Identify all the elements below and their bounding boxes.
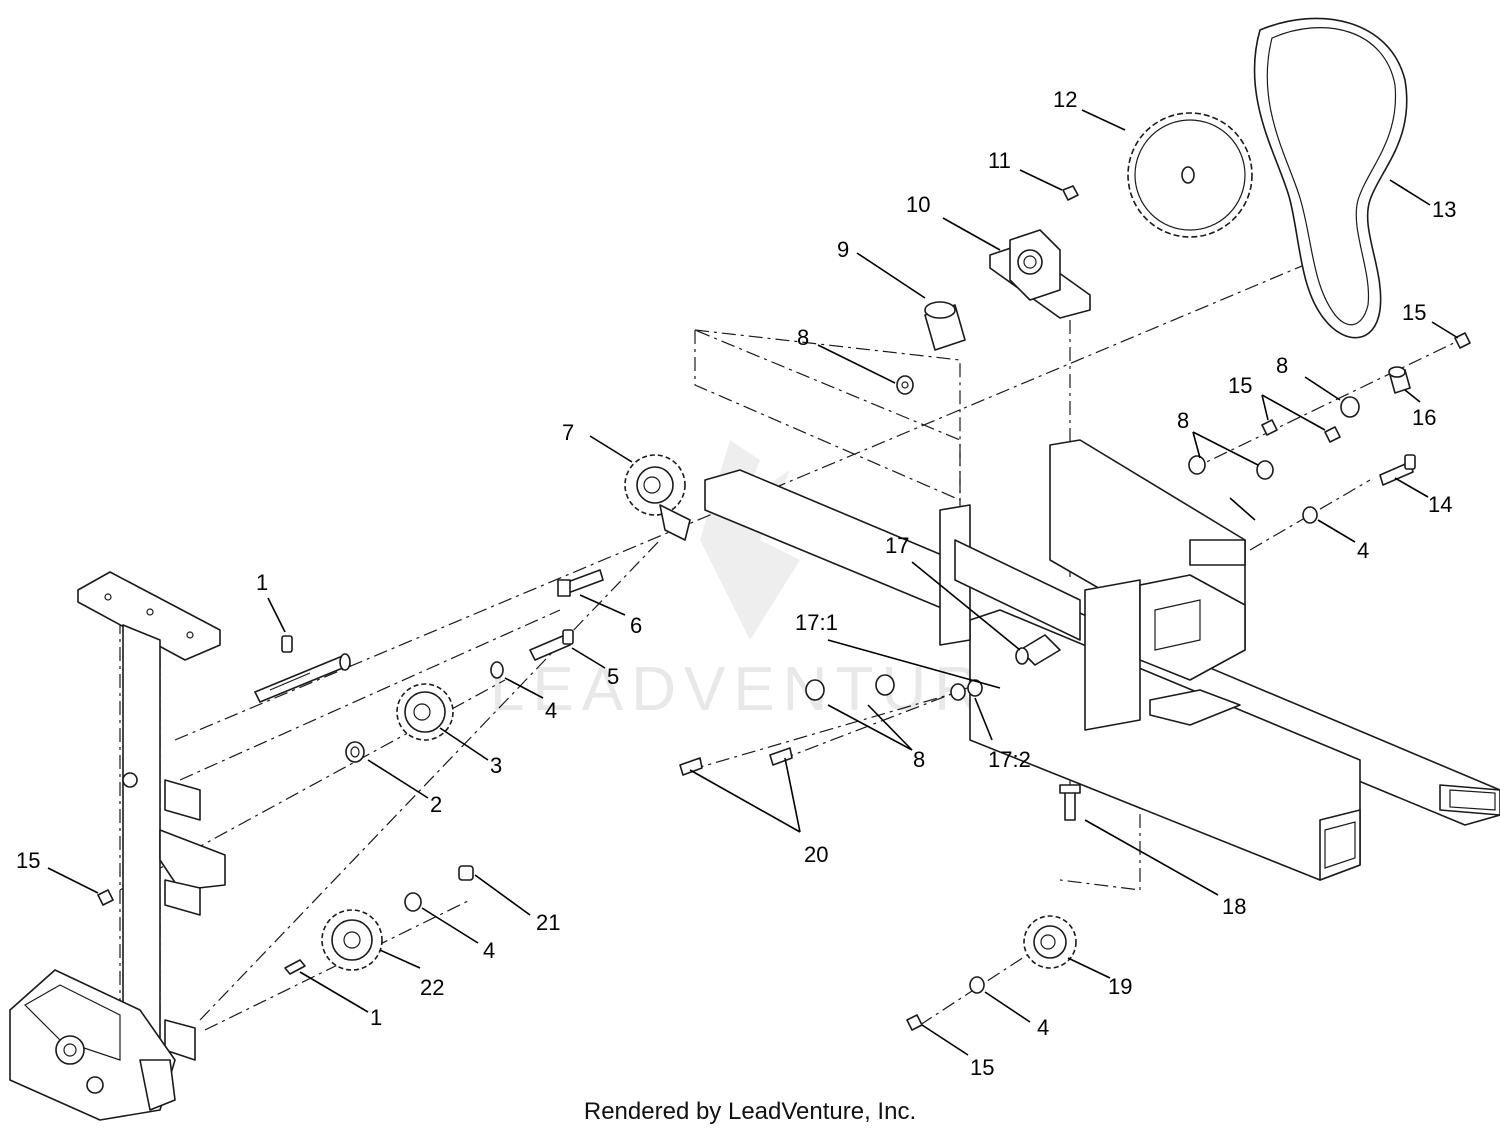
washer-17-2 xyxy=(967,679,983,697)
spacer-2 xyxy=(345,741,365,763)
washer-17-1 xyxy=(950,683,966,701)
frame-tube-short xyxy=(969,609,1361,881)
callout-1-upper: 1 xyxy=(256,570,268,595)
idler-sprocket-7 xyxy=(624,454,691,541)
leader-lines xyxy=(47,109,1459,1056)
nut-15-d xyxy=(97,889,114,906)
bolt-20-a xyxy=(679,757,703,776)
key-1-upper xyxy=(281,635,293,653)
center-bracket xyxy=(939,439,1246,731)
washer-8-f xyxy=(875,674,895,696)
belt-13 xyxy=(1253,17,1408,339)
nut-15-e xyxy=(906,1014,923,1031)
nut-11 xyxy=(1062,185,1079,201)
washer-4-d xyxy=(969,976,985,994)
tensioner-17 xyxy=(1015,634,1061,666)
bearing-10 xyxy=(989,229,1091,319)
callout-4-a: 4 xyxy=(545,698,557,723)
callout-11: 11 xyxy=(988,148,1011,173)
callout-4-d: 4 xyxy=(1037,1015,1049,1040)
callout-22: 22 xyxy=(420,975,444,1000)
callout-17-1: 17:1 xyxy=(795,610,838,635)
washer-8-b xyxy=(1340,396,1360,418)
nut-15-a xyxy=(1454,332,1471,349)
left-frame xyxy=(77,571,226,1061)
callout-15-c: 15 xyxy=(16,848,40,873)
drive-shaft xyxy=(254,653,351,703)
sprocket-22 xyxy=(321,909,383,971)
callout-10: 10 xyxy=(906,192,930,217)
callout-8-b: 8 xyxy=(1276,353,1288,378)
callout-19: 19 xyxy=(1108,974,1132,999)
bolt-14 xyxy=(1379,454,1416,486)
callout-4-b: 4 xyxy=(1357,538,1369,563)
callout-8-a: 8 xyxy=(797,325,809,350)
callout-5: 5 xyxy=(607,664,619,689)
bolt-6 xyxy=(557,569,604,597)
callout-7: 7 xyxy=(562,420,574,445)
bolt-20-b xyxy=(769,747,793,766)
sprocket-12 xyxy=(1127,112,1253,238)
watermark-text: LEADVENTURE xyxy=(490,655,1036,724)
washer-4-a xyxy=(490,661,504,679)
sprocket-3 xyxy=(396,683,454,741)
callout-18: 18 xyxy=(1222,894,1246,919)
washer-4-b xyxy=(1302,506,1318,524)
bushing-9 xyxy=(924,301,966,351)
bolt-18 xyxy=(1059,784,1081,821)
callout-14: 14 xyxy=(1428,492,1452,517)
callout-9: 9 xyxy=(837,237,849,262)
callout-4-c: 4 xyxy=(483,938,495,963)
spacer-16 xyxy=(1388,366,1411,394)
callout-17: 17 xyxy=(885,533,909,558)
washer-8-c xyxy=(1188,455,1206,475)
callout-17-2: 17:2 xyxy=(988,747,1031,772)
callout-12: 12 xyxy=(1053,87,1077,112)
frame-outline xyxy=(119,249,1461,1031)
key-1-lower xyxy=(284,959,306,975)
bolt-21 xyxy=(458,865,474,881)
sprocket-19 xyxy=(1023,915,1077,969)
callout-21: 21 xyxy=(536,910,560,935)
callout-15-b: 15 xyxy=(1228,373,1252,398)
bolt-5 xyxy=(529,629,574,661)
callout-labels: 1 1 2 3 4 4 4 4 5 6 7 8 8 8 8 9 10 11 12… xyxy=(16,87,1456,1080)
washer-4-c xyxy=(404,892,422,912)
washer-8-e xyxy=(805,679,825,701)
callout-16: 16 xyxy=(1412,405,1436,430)
callout-8-c: 8 xyxy=(1177,408,1189,433)
callout-15-d: 15 xyxy=(970,1055,994,1080)
callout-3: 3 xyxy=(490,753,502,778)
nut-15-b xyxy=(1261,419,1278,436)
nut-15-c xyxy=(1324,426,1341,443)
washer-8-d xyxy=(1256,460,1274,480)
gearbox xyxy=(9,969,176,1121)
washer-8-a xyxy=(896,375,914,395)
callout-20: 20 xyxy=(804,842,828,867)
callout-15-a: 15 xyxy=(1402,300,1426,325)
callout-8-d: 8 xyxy=(913,747,925,772)
callout-13: 13 xyxy=(1432,197,1456,222)
callout-6: 6 xyxy=(630,613,642,638)
callout-2: 2 xyxy=(430,792,442,817)
callout-1-lower: 1 xyxy=(370,1005,382,1030)
footer-credit: Rendered by LeadVenture, Inc. xyxy=(583,1098,917,1125)
